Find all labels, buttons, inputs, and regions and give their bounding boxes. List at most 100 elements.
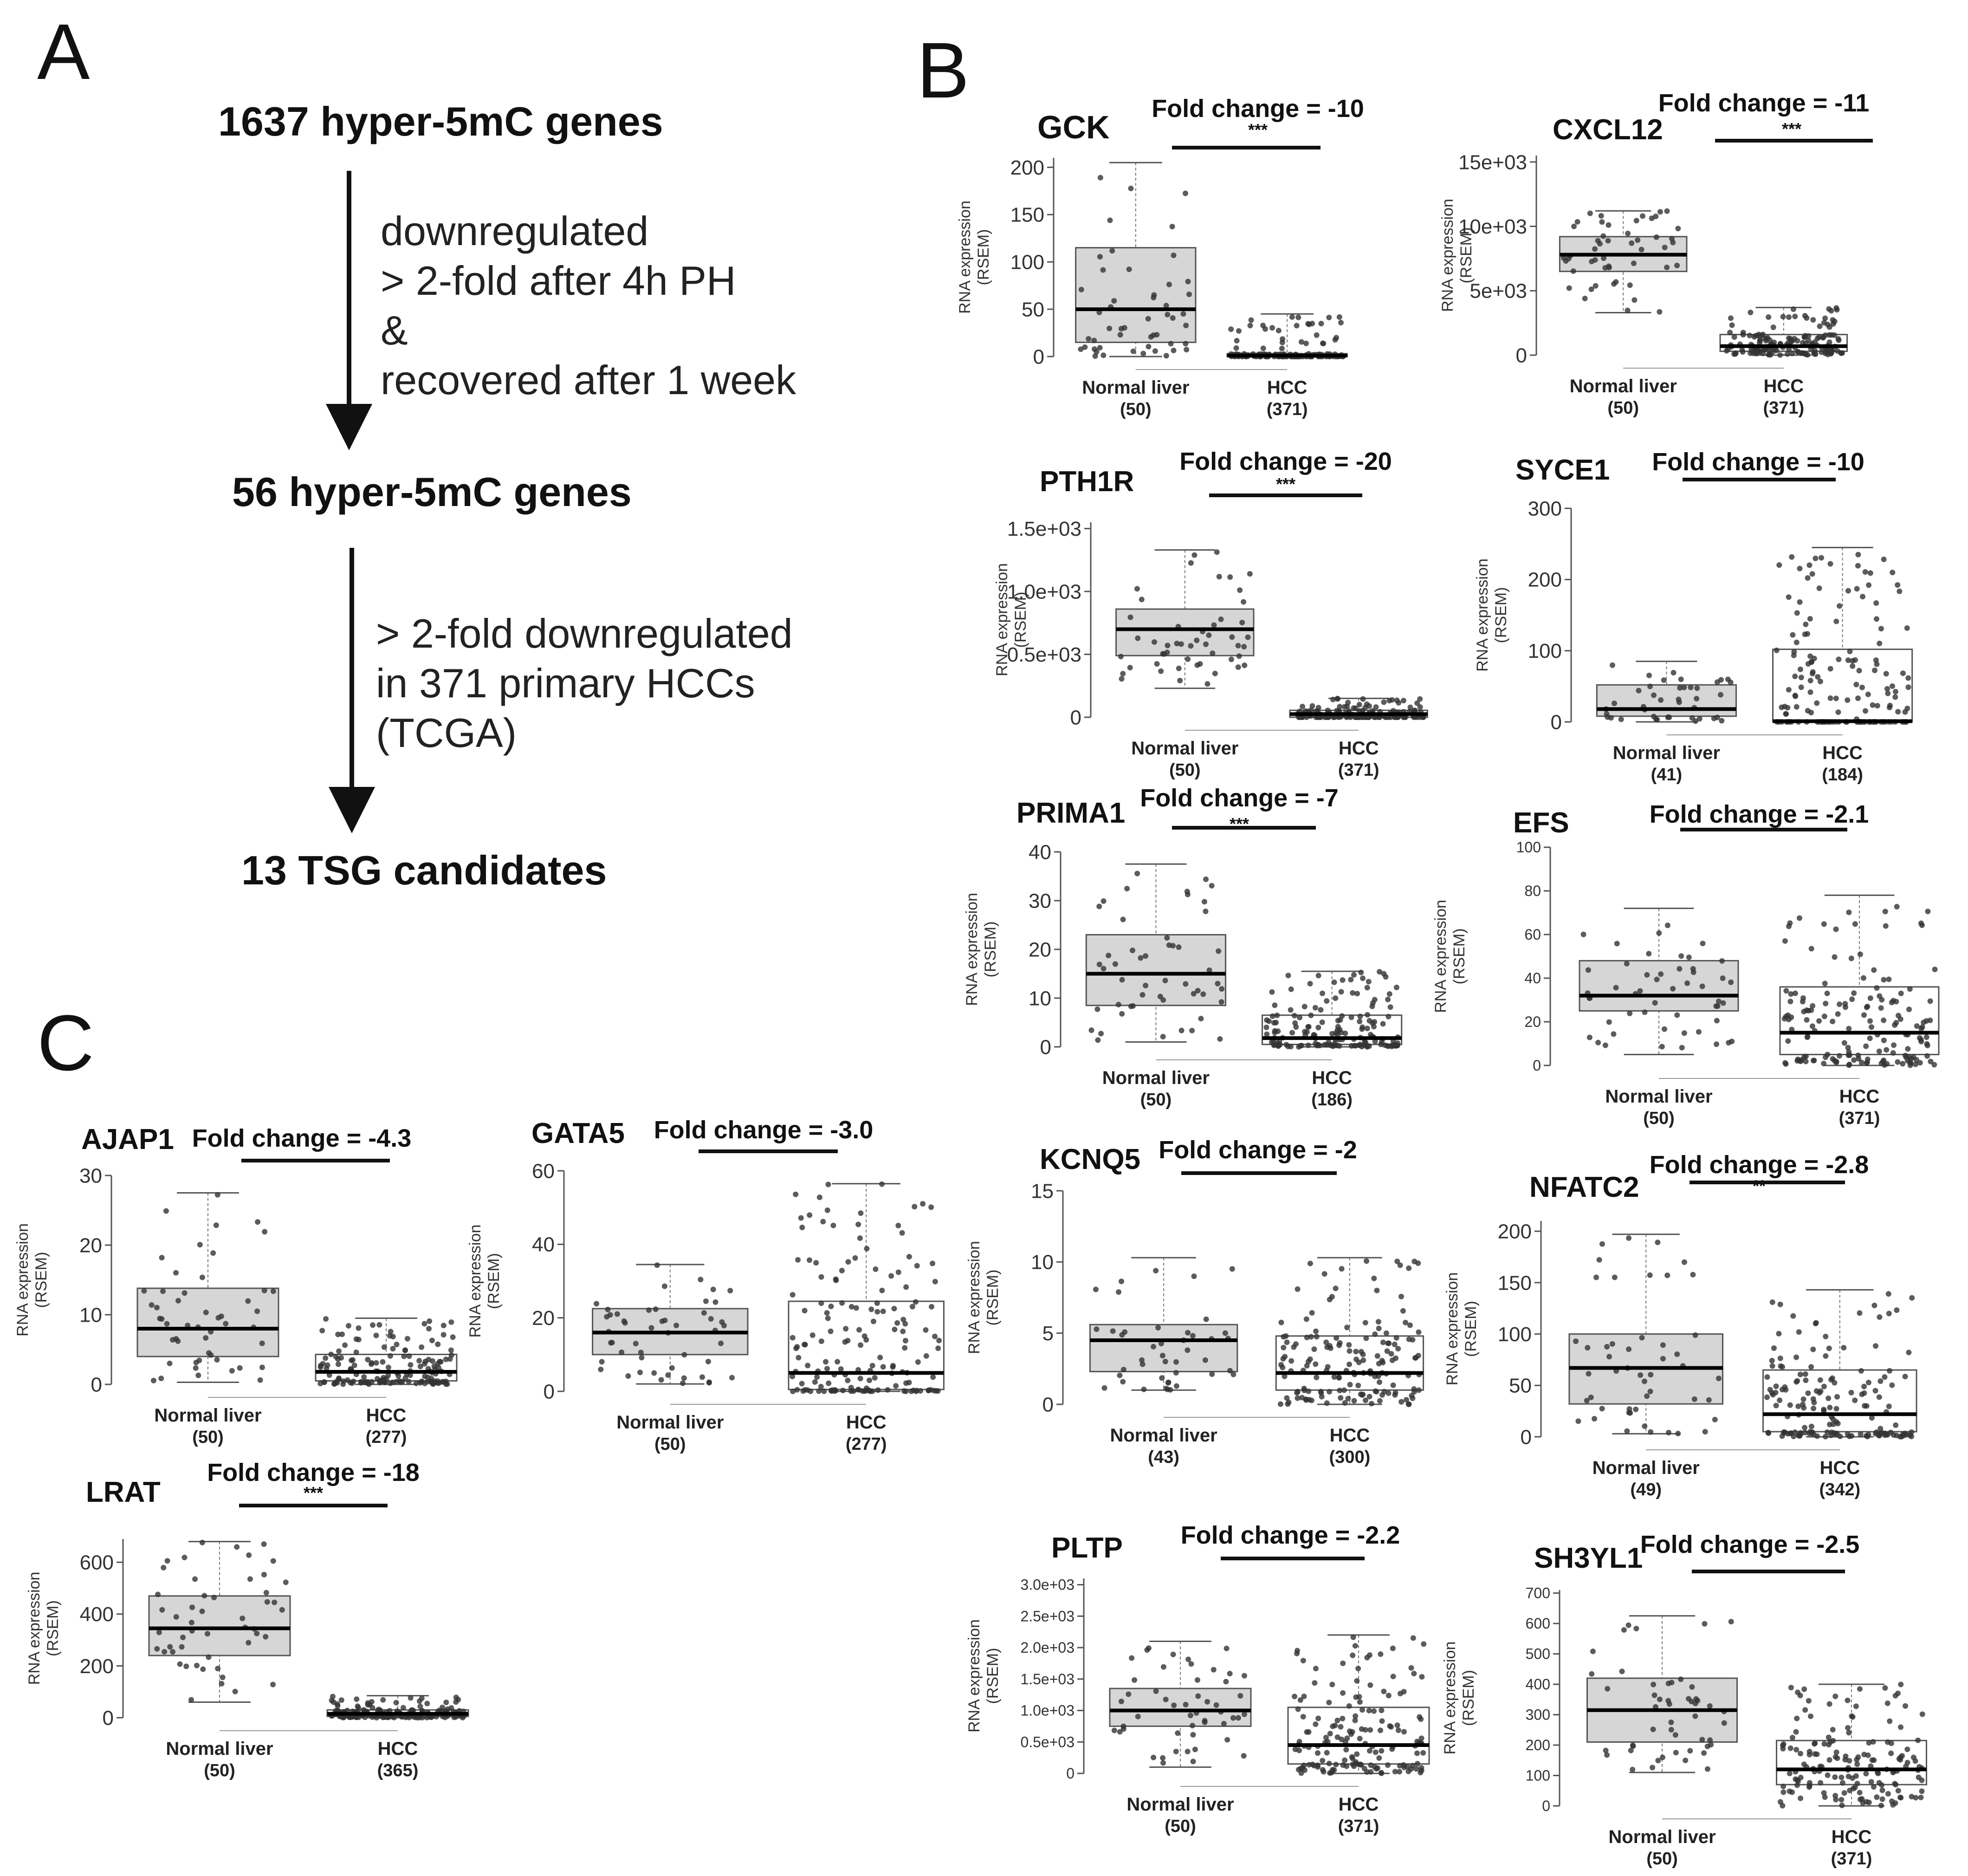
data-point — [159, 1254, 165, 1260]
data-point — [869, 1363, 875, 1369]
data-point — [1106, 953, 1112, 959]
data-point — [1798, 1795, 1804, 1801]
data-point — [154, 1305, 160, 1311]
data-point — [1407, 704, 1413, 710]
data-point — [1898, 1681, 1904, 1688]
data-point — [1833, 1749, 1839, 1755]
data-point — [1109, 248, 1115, 254]
panel-a-flowchart: 1637 hyper-5mC genes downregulated > 2-f… — [218, 98, 796, 893]
data-point — [1241, 599, 1247, 605]
data-point — [1867, 570, 1873, 576]
data-point — [1890, 1050, 1896, 1056]
data-point — [1589, 259, 1595, 265]
data-point — [1294, 323, 1300, 329]
data-point — [1584, 1398, 1590, 1404]
data-point — [1867, 1035, 1873, 1041]
data-point — [1653, 234, 1659, 240]
data-point — [1418, 1735, 1424, 1741]
data-point — [1877, 1314, 1883, 1320]
data-point — [1714, 1041, 1720, 1047]
data-point — [1223, 1679, 1229, 1685]
data-point — [1678, 1676, 1684, 1682]
y-axis-label-line: (RSEM) — [1460, 1670, 1477, 1726]
data-point — [1715, 1003, 1721, 1009]
data-point — [1366, 1748, 1372, 1754]
data-point — [1794, 1378, 1800, 1384]
data-point — [419, 1695, 425, 1701]
y-axis-label: RNA expression(RSEM) — [1444, 1272, 1480, 1386]
data-point — [1168, 341, 1174, 347]
data-point — [1178, 641, 1184, 647]
data-point — [1773, 1383, 1779, 1389]
data-point — [1095, 1037, 1101, 1043]
data-point — [1834, 1394, 1840, 1400]
data-point — [1117, 1729, 1123, 1735]
data-point — [1353, 1713, 1359, 1719]
data-point — [1091, 338, 1097, 344]
y-tick-label: 0 — [1551, 711, 1562, 734]
data-point — [264, 1599, 270, 1605]
data-point — [1160, 1760, 1166, 1766]
data-point — [1183, 1701, 1189, 1707]
data-point — [1236, 328, 1242, 334]
data-point — [380, 1697, 386, 1703]
data-point — [1644, 972, 1650, 978]
data-point — [376, 1322, 382, 1328]
data-point — [1882, 1374, 1888, 1380]
data-point — [218, 1313, 224, 1319]
data-point — [1676, 699, 1682, 705]
data-point — [1670, 669, 1677, 675]
data-point — [1390, 1674, 1396, 1680]
data-point — [1385, 1762, 1391, 1768]
data-point — [1218, 999, 1224, 1005]
category-count: (50) — [654, 1435, 686, 1454]
category-label: HCC — [1267, 377, 1308, 398]
data-point — [1655, 1758, 1661, 1764]
data-point — [254, 1308, 260, 1314]
data-point — [839, 1300, 845, 1306]
data-point — [376, 1707, 382, 1713]
data-point — [1330, 696, 1336, 702]
y-tick-label: 3.0e+03 — [1020, 1577, 1075, 1593]
y-tick-label: 10 — [1031, 1251, 1054, 1274]
data-point — [845, 1377, 851, 1383]
data-point — [1824, 990, 1830, 996]
data-point — [1575, 1418, 1581, 1424]
category-count: (186) — [1311, 1090, 1353, 1110]
data-point — [1848, 955, 1854, 961]
data-point — [1864, 1799, 1870, 1805]
data-point — [1184, 347, 1190, 353]
data-point — [1827, 1422, 1833, 1428]
data-point — [1195, 987, 1201, 993]
data-point — [1740, 349, 1746, 355]
data-point — [1278, 1362, 1284, 1368]
data-point — [261, 1541, 267, 1547]
category-label: Normal liver — [616, 1412, 724, 1433]
data-point — [1293, 1341, 1299, 1347]
data-point — [1625, 307, 1631, 313]
data-point — [1904, 1746, 1910, 1753]
data-point — [1366, 1394, 1372, 1400]
data-point — [417, 1703, 423, 1709]
data-point — [417, 1363, 423, 1370]
data-point — [1351, 1398, 1357, 1404]
data-point — [923, 1327, 929, 1333]
fold-change-label: Fold change = -20 — [1179, 448, 1392, 475]
data-point — [1211, 1667, 1217, 1673]
data-point — [1886, 704, 1892, 710]
y-axis-label-line: (RSEM) — [984, 1648, 1002, 1704]
data-point — [1839, 1780, 1845, 1786]
data-point — [857, 1235, 863, 1241]
data-point — [1788, 1685, 1794, 1691]
data-point — [1883, 671, 1889, 677]
data-point — [1614, 941, 1620, 947]
data-point — [1192, 1746, 1198, 1753]
data-point — [1647, 683, 1653, 689]
data-point — [1861, 1390, 1867, 1396]
data-point — [1712, 1416, 1718, 1422]
data-point — [1842, 1004, 1848, 1010]
data-point — [1913, 1795, 1919, 1801]
data-point — [932, 1279, 938, 1285]
data-point — [1806, 562, 1813, 568]
fold-change-label: Fold change = -2.5 — [1640, 1531, 1860, 1558]
